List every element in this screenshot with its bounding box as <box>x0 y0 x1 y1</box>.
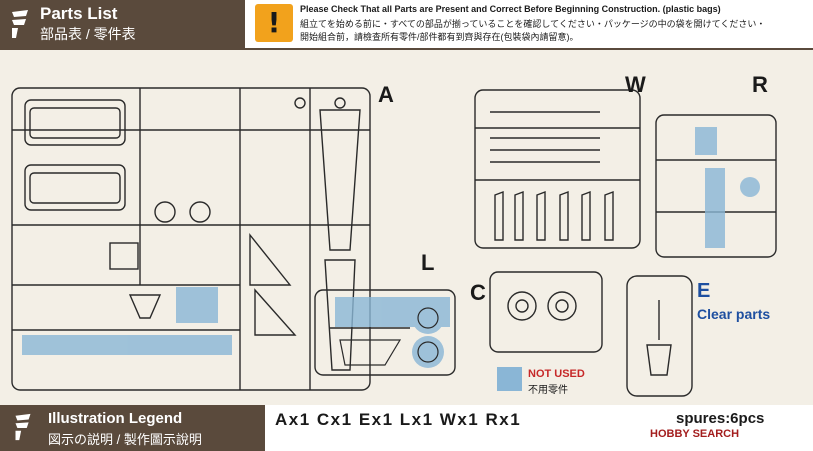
header-title-panel <box>0 0 245 48</box>
brand-logo-icon <box>15 413 31 441</box>
warning-icon: ! <box>255 4 293 42</box>
sprue-label-w: W <box>625 72 646 97</box>
legend-title: Illustration Legend <box>48 410 183 427</box>
sprue-label-l: L <box>421 250 435 275</box>
warning-text-cn: 開始組合前，請檢查所有零件/部件都有到齊與存在(包裝袋內請留意)。 <box>300 32 579 42</box>
sprue-label-r: R <box>752 72 768 97</box>
legend-subtitle: 図示の説明 / 製作圖示說明 <box>48 432 202 447</box>
not-used-label-jp: 不用零件 <box>528 385 568 396</box>
sprue-a-frame <box>11 87 371 391</box>
footer-legend-panel <box>0 405 265 451</box>
page-title: Parts List <box>40 4 118 23</box>
watermark: HOBBY SEARCH <box>650 428 740 440</box>
page-subtitle: 部品表 / 零件表 <box>40 26 136 42</box>
sprue-count-list: Ax1 Cx1 Ex1 Lx1 Wx1 Rx1 <box>275 410 522 429</box>
not-used-swatch <box>497 367 522 391</box>
clear-parts-label: Clear parts <box>697 306 771 322</box>
warning-text-jp: 組立てを始める前に・すべての部品が揃っていることを確認してください・パッケージの… <box>300 19 766 29</box>
sprue-label-a: A <box>378 82 394 107</box>
not-used-label: NOT USED <box>528 368 585 380</box>
brand-logo-icon <box>12 10 28 38</box>
sprue-label-c: C <box>470 280 486 305</box>
warning-text-en: Please Check That all Parts are Present … <box>300 4 721 14</box>
sprue-total: spures:6pcs <box>676 410 765 427</box>
sprue-label-e: E <box>697 280 711 302</box>
header-divider <box>0 48 813 50</box>
